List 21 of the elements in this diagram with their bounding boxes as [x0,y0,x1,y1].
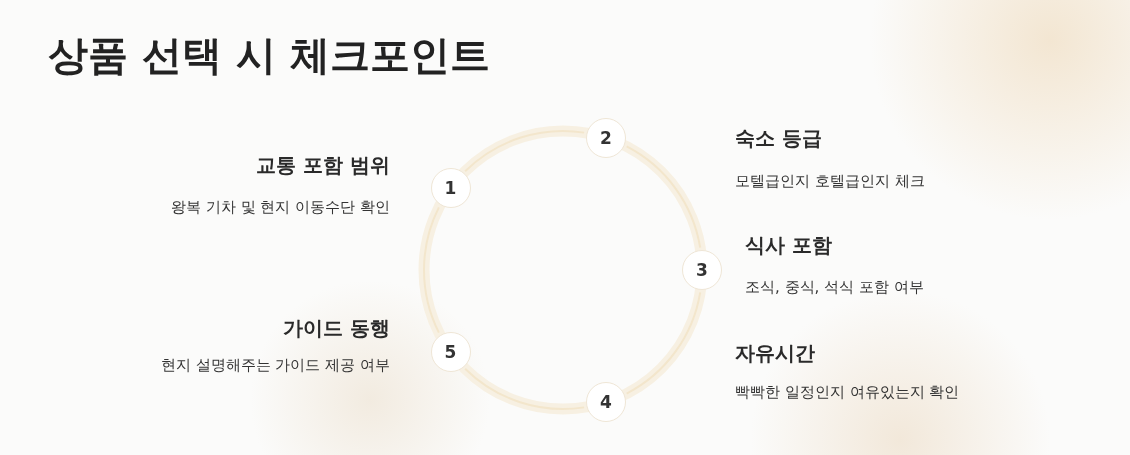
ring-arc [423,206,440,334]
item-heading: 가이드 동행 [283,315,390,342]
item-description: 빡빡한 일정인지 여유있는지 확인 [735,383,960,402]
number-circle: 2 [585,117,626,158]
item-heading: 자유시간 [735,340,815,367]
item-heading: 식사 포함 [745,232,832,259]
number-circle: 3 [682,250,722,290]
ring-arc [625,291,702,395]
item-description: 왕복 기차 및 현지 이동수단 확인 [171,198,390,217]
ring-arc [464,130,586,173]
number-circle: 4 [585,382,626,423]
item-heading: 숙소 등급 [735,125,822,152]
number-circle: 1 [430,168,471,209]
item-description: 현지 설명해주는 가이드 제공 여부 [160,356,390,375]
item-description: 조식, 중식, 석식 포함 여부 [745,278,924,297]
ring-arc [464,367,586,410]
item-description: 모텔급인지 호텔급인지 체크 [735,172,925,191]
number-circle: 5 [430,331,471,372]
ring-arc [625,145,702,249]
title: 상품 선택 시 체크포인트 [48,31,490,80]
item-heading: 교통 포함 범위 [256,152,390,179]
